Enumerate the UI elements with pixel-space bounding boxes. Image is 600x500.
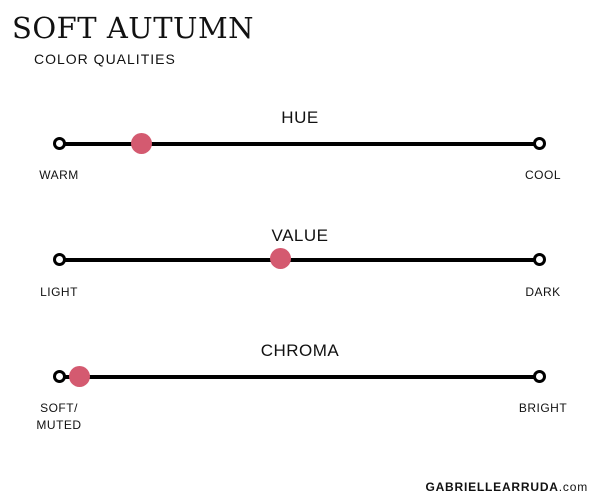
page-subtitle: COLOR QUALITIES (34, 51, 176, 67)
page-title: SOFT AUTUMN (12, 11, 255, 45)
chroma-right-endpoint (533, 370, 546, 383)
hue-scale-track (60, 142, 540, 146)
chroma-position-marker (68, 366, 90, 387)
chroma-left-label: SOFT/ MUTED (36, 401, 82, 433)
value-scale-track (60, 258, 540, 262)
chroma-scale-track (60, 375, 540, 379)
hue-scale-label: HUE (281, 108, 319, 127)
value-position-marker (270, 248, 292, 269)
value-left-label: LIGHT (40, 285, 78, 299)
chroma-left-endpoint (53, 370, 66, 383)
hue-right-label: COOL (524, 168, 561, 182)
value-right-label: DARK (525, 285, 561, 299)
chroma-scale-label: CHROMA (260, 341, 340, 360)
value-right-endpoint (533, 253, 546, 266)
site-credit-name: GABRIELLEARRUDA (425, 480, 559, 494)
hue-right-endpoint (533, 137, 546, 150)
site-credit-tld: .com (558, 480, 588, 494)
hue-position-marker (131, 133, 153, 154)
hue-left-endpoint (53, 137, 66, 150)
chroma-right-label: BRIGHT (518, 401, 568, 415)
value-left-endpoint (53, 253, 66, 266)
value-scale-label: VALUE (271, 226, 329, 245)
hue-left-label: WARM (39, 168, 79, 182)
site-credit: GABRIELLEARRUDA.com (425, 481, 588, 493)
